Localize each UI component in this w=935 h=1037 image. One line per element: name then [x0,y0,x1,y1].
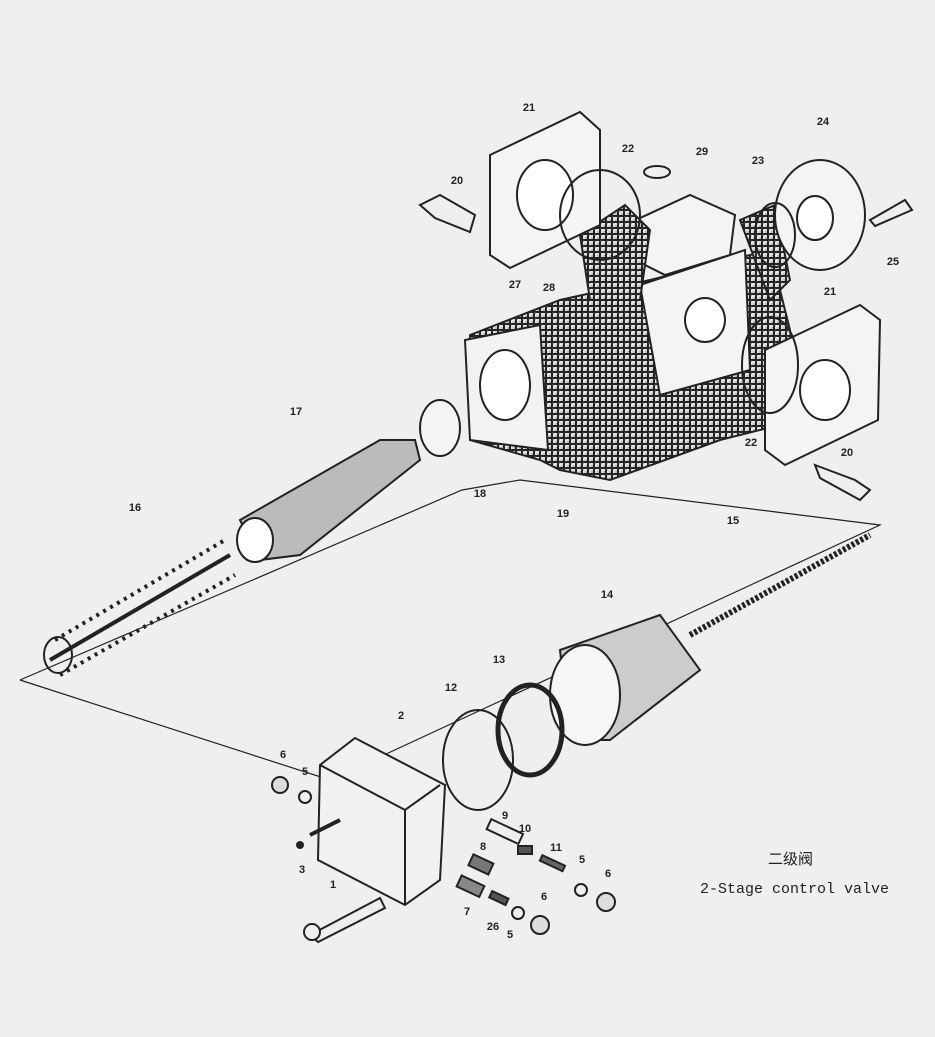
plug-6-left [271,776,289,794]
part-label: 27 [508,279,522,291]
part-label: 24 [816,116,830,128]
washer-5-bottom [511,906,525,920]
o-ring-22-right [741,316,799,414]
pin-9 [485,817,525,846]
pin-3 [309,818,341,837]
bolt-25 [868,198,914,228]
washer-5-right [574,883,588,897]
spring-10 [517,845,533,855]
o-ring-23 [754,202,796,268]
valve-7 [455,874,486,899]
part-label: 1 [329,879,337,891]
part-label: 22 [744,437,758,449]
part-label: 26 [486,921,500,933]
body-side-port [684,297,726,343]
part-label: 14 [600,589,614,601]
part-label: 23 [751,155,765,167]
part-label: 6 [604,868,612,880]
part-label: 16 [128,502,142,514]
part-label: 15 [726,515,740,527]
part-label: 13 [492,654,506,666]
plug-6-right [596,892,616,912]
part-label: 18 [473,488,487,500]
nut-18 [419,399,461,457]
part-label: 2 [397,710,405,722]
part-label: 9 [501,810,509,822]
part-label: 17 [289,406,303,418]
o-ring-12 [442,709,514,811]
part-label: 21 [522,102,536,114]
caption-chinese: 二级阀 [768,850,814,868]
part-label: 29 [695,146,709,158]
part-label: 7 [463,906,471,918]
part-label: 21 [823,286,837,298]
ring-13 [495,682,565,778]
bolt-top [418,193,477,234]
part-label: 3 [298,864,306,876]
part-label: 6 [540,891,548,903]
spring-16 [48,538,236,677]
ball-3 [296,841,304,849]
part-label: 12 [444,682,458,694]
part-label: 19 [556,508,570,520]
body-top-neck [578,203,652,301]
o-ring-22-top [559,169,641,261]
part-label: 5 [506,929,514,941]
part-label: 11 [550,842,562,854]
spring-8 [467,853,495,876]
part-label: 28 [542,282,556,294]
bolt-1 [308,896,387,944]
part-label: 22 [621,143,635,155]
part-label: 10 [518,823,532,835]
plug-6-bottom [530,915,550,935]
o-ring-29 [643,165,671,179]
rod-15 [688,532,872,638]
part-label: 25 [886,256,900,268]
spring-11 [538,853,567,873]
caption-english: 2-Stage control valve [700,881,890,898]
part-label: 5 [578,854,586,866]
spring-26 [487,889,510,907]
bolt-20-right [813,463,872,502]
washer-5-left [298,790,312,804]
part-label: 6 [279,749,287,761]
part-label: 20 [840,447,854,459]
body-port [479,349,531,421]
part-label: 5 [301,766,309,778]
part-label: 20 [450,175,464,187]
part-label: 8 [479,841,487,853]
assembly-guide-line [19,479,883,781]
